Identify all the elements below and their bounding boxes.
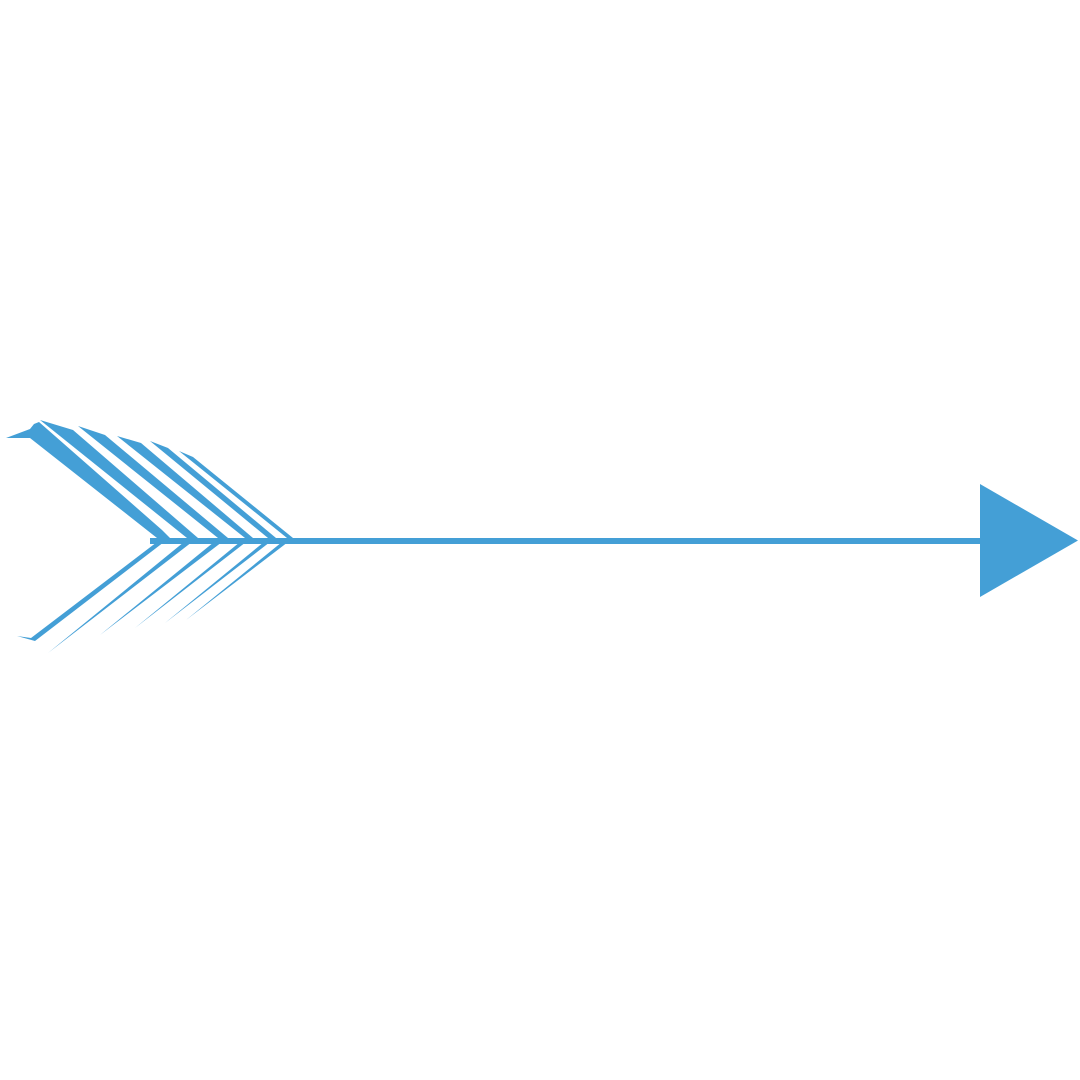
- feather-lower-4: [135, 542, 246, 628]
- feather-lower-1: [17, 542, 164, 641]
- arrow-shaft: [150, 538, 982, 544]
- fletching-upper: [6, 420, 293, 538]
- feather-lower-3: [100, 542, 222, 635]
- feather-upper-6: [179, 451, 293, 538]
- feather-upper-4: [117, 436, 253, 538]
- feather-lower-5: [165, 542, 270, 623]
- fletching-lower: [17, 542, 288, 653]
- feather-upper-3: [78, 426, 228, 538]
- feather-upper-1: [6, 422, 170, 538]
- arrowhead-icon: [980, 484, 1078, 597]
- feather-lower-2: [48, 542, 192, 653]
- feather-upper-2: [40, 420, 198, 538]
- feather-lower-6: [186, 542, 288, 620]
- feather-upper-5: [150, 441, 276, 538]
